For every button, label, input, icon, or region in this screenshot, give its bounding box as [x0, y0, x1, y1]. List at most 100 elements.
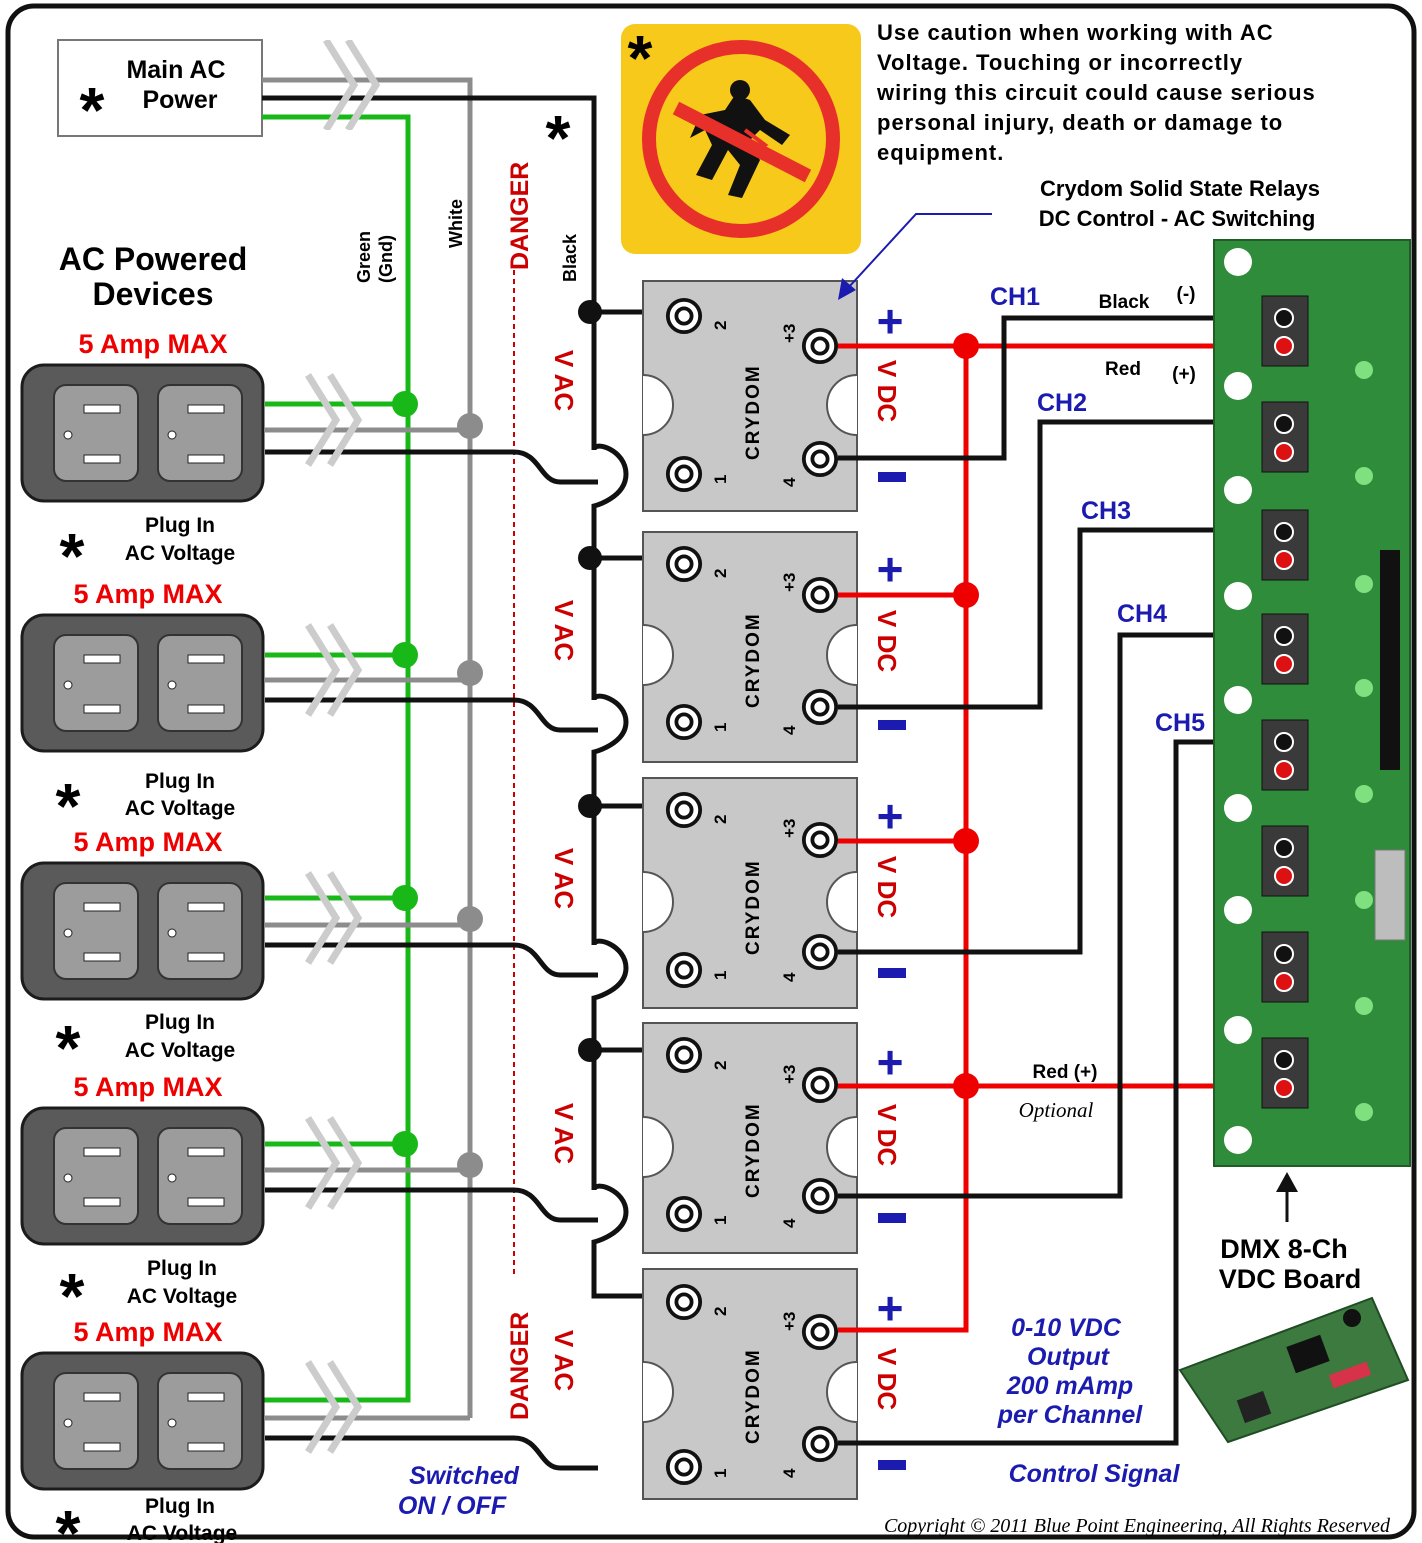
mounting-hole [1224, 896, 1252, 924]
relays-title-line1: Crydom Solid State Relays [1040, 176, 1320, 201]
max-amp-label: 5 Amp MAX [78, 329, 227, 359]
ac-voltage-label: AC Voltage [125, 542, 235, 565]
max-amp-label: 5 Amp MAX [73, 579, 222, 609]
device-row: 5 Amp MAX Plug In AC Voltage * [20, 579, 598, 842]
relay-pin-3: +3 [780, 1312, 799, 1331]
ac-outlet-icon [20, 1351, 265, 1491]
channel-label: CH1 [990, 283, 1040, 311]
ac-voltage-label: AC Voltage [127, 1285, 237, 1308]
relay-pin-2: 2 [711, 815, 730, 824]
vdc-label: V DC [872, 360, 902, 422]
minus-sign [878, 472, 906, 482]
vdc-label: V DC [872, 1348, 902, 1410]
positive-terminal [1274, 866, 1294, 886]
danger-label-top: DANGER [506, 162, 534, 270]
relay-pin-1: 1 [711, 723, 730, 732]
relay-pin-1: 1 [711, 971, 730, 980]
minus-sign [878, 1460, 906, 1470]
devices-title-line1: AC Powered [59, 241, 247, 277]
terminal-icon [801, 1425, 839, 1463]
status-led [1355, 891, 1373, 909]
plus-sign: + [877, 1282, 904, 1334]
terminal-icon [665, 545, 703, 583]
vac-label: V AC [549, 350, 579, 411]
ac-outlet-icon [20, 613, 265, 753]
optional-label: Optional [1019, 1098, 1094, 1122]
relay: CRYDOM 2 1 +3 4 V AC V DC + [549, 531, 906, 763]
relay-pin-2: 2 [711, 1061, 730, 1070]
plus-sign: + [877, 295, 904, 347]
dmx-line2: VDC Board [1219, 1264, 1362, 1294]
plus-sign: + [877, 543, 904, 595]
mounting-hole [1224, 248, 1252, 276]
plug-in-label: Plug In [145, 1011, 215, 1034]
ac-voltage-label: AC Voltage [125, 797, 235, 820]
dmx-line1: DMX 8-Ch [1220, 1234, 1348, 1264]
status-led [1355, 785, 1373, 803]
asterisk-icon: * [60, 520, 85, 592]
output-line3: 200 mAmp [1006, 1372, 1133, 1400]
ch1-black-label: Black [1099, 292, 1150, 313]
green-wire-label: Green [354, 231, 374, 283]
relay-pin-1: 1 [711, 1469, 730, 1478]
positive-terminal [1274, 654, 1294, 674]
positive-terminal [1274, 336, 1294, 356]
ac-voltage-label: AC Voltage [125, 1039, 235, 1062]
relay-pin-4: 4 [780, 725, 799, 735]
terminal-icon [801, 1177, 839, 1215]
relay-pin-2: 2 [711, 321, 730, 330]
vac-label: V AC [549, 600, 579, 661]
negative-terminal [1274, 838, 1294, 858]
caution-line3: wiring this circuit could cause serious [876, 80, 1316, 105]
relay-pin-4: 4 [780, 1468, 799, 1478]
relay-brand: CRYDOM [743, 859, 764, 955]
minus-sign [878, 1213, 906, 1223]
ac-outlet-icon [20, 861, 265, 1001]
black-chain [591, 309, 672, 1299]
frame [5, 3, 1417, 1540]
negative-terminal [1274, 1050, 1294, 1070]
mounting-hole [1224, 582, 1252, 610]
relay: CRYDOM 2 1 +3 4 V AC V DC + [549, 777, 906, 1009]
red-bus [838, 343, 1282, 1333]
caution-line1: Use caution when working with AC [877, 20, 1274, 45]
relay-pin-4: 4 [780, 1218, 799, 1228]
asterisk-icon: * [56, 1012, 81, 1084]
vdc-label: V DC [872, 1104, 902, 1166]
plug-in-label: Plug In [145, 514, 215, 537]
relay-pin-3: +3 [780, 324, 799, 343]
danger-label-bottom: DANGER [506, 1312, 534, 1420]
status-led [1355, 467, 1373, 485]
device-row: 5 Amp MAX Plug In AC Voltage * [20, 1317, 598, 1543]
mounting-hole [1224, 476, 1252, 504]
asterisk-icon: * [628, 22, 653, 94]
switched-line2: ON / OFF [398, 1492, 507, 1520]
main-power-line2: Power [142, 86, 217, 114]
vac-label: V AC [549, 848, 579, 909]
terminal-icon [801, 327, 839, 365]
status-led [1355, 997, 1373, 1015]
mounting-hole [1224, 1016, 1252, 1044]
positive-terminal [1274, 1078, 1294, 1098]
relay-pin-1: 1 [711, 475, 730, 484]
max-amp-label: 5 Amp MAX [73, 1072, 222, 1102]
max-amp-label: 5 Amp MAX [73, 1317, 222, 1347]
plug-in-label: Plug In [145, 1495, 215, 1518]
arrow-head-icon [1276, 1172, 1298, 1192]
control-wires [838, 315, 1282, 1446]
terminal-icon [801, 1313, 839, 1351]
terminal-icon [665, 703, 703, 741]
negative-terminal [1274, 308, 1294, 328]
relays-title-line2: DC Control - AC Switching [1039, 206, 1316, 231]
asterisk-icon: * [56, 770, 81, 842]
mounting-hole [1224, 794, 1252, 822]
copyright: Copyright © 2011 Blue Point Engineering,… [884, 1515, 1391, 1537]
board-sockets [1261, 295, 1373, 1121]
relay-pin-3: +3 [780, 1065, 799, 1084]
relay-brand: CRYDOM [743, 612, 764, 708]
switched-line1: Switched [409, 1462, 519, 1490]
mounting-hole [1224, 372, 1252, 400]
main-ac-power-box: Main AC Power * [57, 39, 263, 146]
ch1-red-sign: (+) [1172, 364, 1196, 385]
relay: CRYDOM 2 1 +3 4 V AC V DC + [549, 280, 906, 512]
